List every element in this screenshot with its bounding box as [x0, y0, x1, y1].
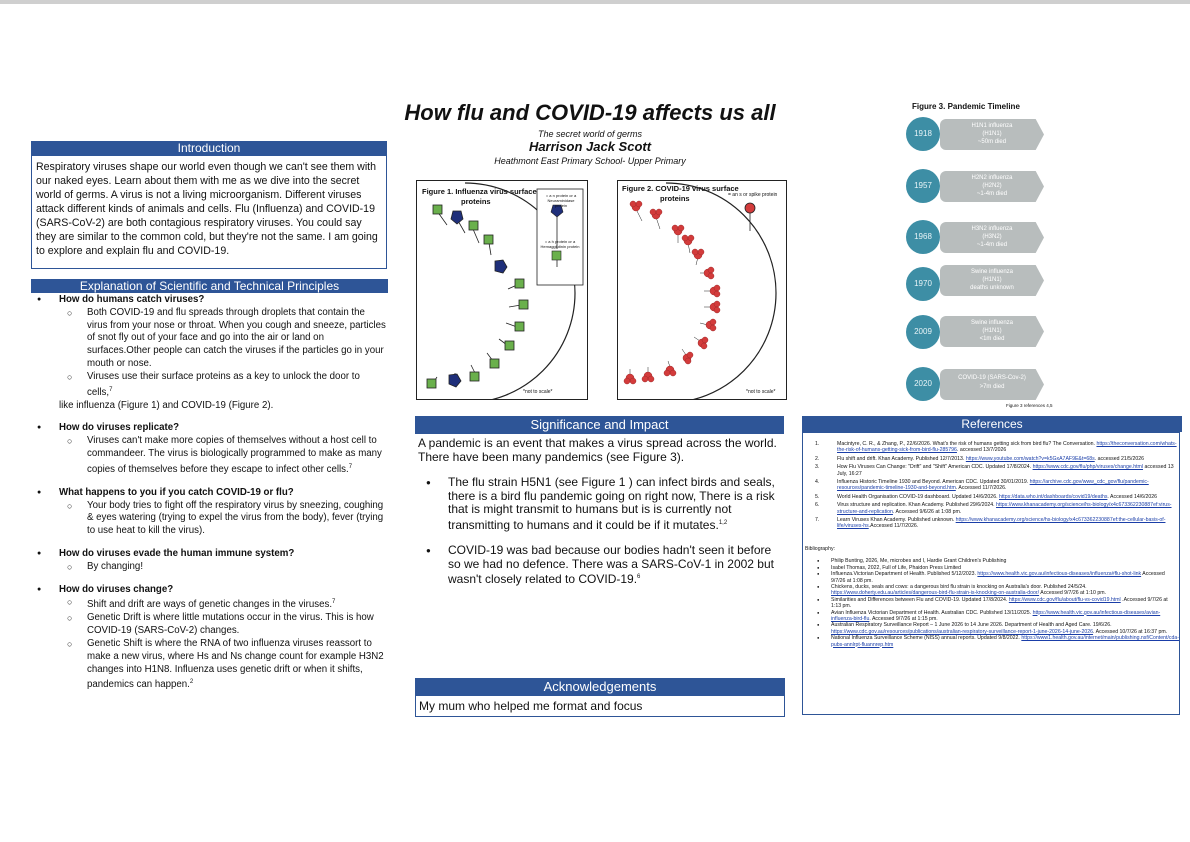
timeline-year-circle: 1968	[906, 220, 940, 254]
acknowledgements-text: My mum who helped me format and focus	[419, 699, 643, 713]
bibliography-item: Influenza.Victorian Department of Health…	[803, 571, 1179, 584]
significance-bullet-1: ● The flu strain H5N1 (see Figure 1 ) ca…	[426, 475, 775, 532]
reference-list: 1.Macintyre, C. R., & Zhang, P., 22/6/20…	[803, 441, 1179, 530]
question-change: How do viruses change?	[31, 584, 386, 597]
reference-link[interactable]: https://archive.cdc.gov/www_cdc_gov/flu/…	[837, 479, 1149, 492]
title-block: How flu and COVID-19 affects us all The …	[380, 100, 800, 166]
timeline-year-circle: 1918	[906, 117, 940, 151]
reference-item: 6.Virus structure and replication. Khan …	[815, 502, 1172, 515]
scan-top-edge	[0, 0, 1190, 4]
answer-catch-1: Both COVID-19 and flu spreads through dr…	[31, 307, 386, 371]
timeline-pill: COVID-19 (SARS-Cov-2)>7m died	[940, 369, 1044, 400]
bibliography-list: Philip Bunting, 2026, Me, microbes and I…	[803, 558, 1179, 648]
school-name: Heathmont East Primary School- Upper Pri…	[494, 156, 686, 166]
bibliography-link[interactable]: https://www.health.vic.gov.au/infectious…	[831, 609, 1161, 622]
spike-proteins	[623, 200, 721, 385]
explanation-heading: Explanation of Scientific and Technical …	[31, 279, 388, 293]
question-catch-covid-flu: What happens to you if you catch COVID-1…	[31, 487, 386, 500]
reference-link[interactable]: https://data.who.int/dashboards/covid19/…	[998, 493, 1108, 500]
references-box: 1.Macintyre, C. R., & Zhang, P., 22/6/20…	[802, 432, 1180, 715]
reference-item: 5.World Health Organisation COVID-19 das…	[815, 493, 1158, 500]
reference-item: 3.How Flu Viruses Can Change: "Drift" an…	[815, 464, 1174, 477]
bibliography-item: Australian Respiratory Surveillance Repo…	[803, 622, 1179, 635]
answer-catch-2: Viruses use their surface proteins as a …	[31, 371, 386, 413]
reference-item: 4.Influenza Historic Timeline 1930 and B…	[815, 479, 1149, 492]
answer-change-2: Genetic Drift is where little mutations …	[31, 612, 386, 638]
figure-2-note: *not to scale*	[746, 389, 776, 395]
answer-replicate: Viruses can't make more copies of themse…	[31, 435, 386, 477]
figure-1-title-2: proteins	[461, 197, 491, 206]
pandemic-timeline: 1918 H1N1 influenza(H1N1)~50m died 1957 …	[900, 115, 1050, 405]
bibliography-link[interactable]: https://www.health.vic.gov.au/infectious…	[977, 571, 1142, 578]
spike-legend	[744, 202, 756, 231]
bibliography-item: Philip Bunting, 2026, Me, microbes and I…	[803, 558, 1179, 565]
answer-catch-covid-flu: Your body tries to fight off the respira…	[31, 500, 386, 538]
bibliography-link[interactable]: https://www.doherty.edu.au/articles/dang…	[831, 590, 1040, 597]
reference-link[interactable]: https://www.khanacademy.org/science/hs-b…	[837, 517, 1166, 530]
bibliography-link[interactable]: https://www1.health.gov.au/internet/main…	[831, 635, 1179, 648]
figure-1-legend-n: = a n protein or a Neuraminidase protein	[545, 193, 577, 208]
introduction-box: Respiratory viruses shape our world even…	[31, 155, 387, 269]
figure-1-title: Figure 1. Influenza virus surface	[422, 187, 537, 196]
timeline-refs: Figure 3 references 4,5	[1006, 403, 1053, 408]
reference-link[interactable]: https://www.cdc.gov/flu/php/viruses/chan…	[1032, 464, 1144, 471]
figure-2-covid: Figure 2. COVID-19 virus surface protein…	[617, 180, 787, 400]
introduction-text: Respiratory viruses shape our world even…	[36, 161, 378, 257]
timeline-year-circle: 1957	[906, 169, 940, 203]
timeline-pill: H1N1 influenza(H1N1)~50m died	[940, 119, 1044, 150]
question-replicate: How do viruses replicate?	[31, 422, 386, 435]
timeline-pill: H2N2 influenza(H2N2)~1-4m died	[940, 171, 1044, 202]
significance-intro: A pandemic is an event that makes a viru…	[418, 436, 777, 464]
reference-link[interactable]: https://www.khanacademy.org/science/hs-b…	[837, 502, 1172, 515]
bibliography-item: Isabel Thomas, 2022, Full of Life, Phaid…	[803, 565, 1179, 572]
answer-evade: By changing!	[31, 561, 386, 574]
timeline-pill: H3N2 influenza(H3N2)~1-4m died	[940, 222, 1044, 253]
acknowledgements-heading: Acknowledgements	[415, 678, 785, 695]
answer-change-1: Shift and drift are ways of genetic chan…	[31, 596, 386, 612]
influenza-proteins	[426, 204, 529, 389]
bibliography-item: Avian Influenza Victorian Department of …	[803, 610, 1179, 623]
bibliography-item: Chickens, ducks, seals and cows: a dange…	[803, 584, 1179, 597]
covid-virus-diagram	[623, 182, 777, 399]
acknowledgements-box: My mum who helped me format and focus	[415, 695, 785, 717]
explanation-body: How do humans catch viruses? Both COVID-…	[31, 294, 386, 692]
bibliography-item: National Influenza Surveillance Scheme (…	[803, 635, 1179, 648]
question-catch: How do humans catch viruses?	[31, 294, 386, 307]
reference-item: 7.Learn Viruses Khan Academy. Published …	[815, 517, 1166, 530]
bibliography-link[interactable]: https://www.cdc.gov.au/resources/publica…	[831, 628, 1094, 635]
figure-2-title-2: proteins	[660, 194, 690, 203]
reference-item: 1.Macintyre, C. R., & Zhang, P., 22/6/20…	[815, 441, 1177, 454]
significance-heading: Significance and Impact	[415, 416, 784, 434]
question-evade: How do viruses evade the human immune sy…	[31, 548, 386, 561]
introduction-heading: Introduction	[31, 141, 387, 155]
author-name: Harrison Jack Scott	[528, 139, 652, 154]
references-heading: References	[802, 416, 1182, 432]
significance-bullet-2: ● COVID-19 was bad because our bodies ha…	[426, 543, 774, 586]
bibliography-item: Similarities and Differences between Flu…	[803, 597, 1179, 610]
page-subtitle: The secret world of germs	[537, 129, 643, 139]
timeline-year-circle: 2020	[906, 367, 940, 401]
timeline-pill: Swine influenza(H1N1)deaths unknown	[940, 265, 1044, 296]
timeline-title: Figure 3. Pandemic Timeline	[912, 102, 1020, 111]
reference-link[interactable]: https://theconversation.com/whats-the-ri…	[837, 441, 1177, 454]
timeline-year-circle: 2009	[906, 315, 940, 349]
influenza-virus-diagram	[426, 182, 584, 399]
significance-body: A pandemic is an event that makes a viru…	[418, 436, 784, 587]
bibliography-label: Bibliography:	[805, 545, 835, 552]
figure-1-note: *not to scale*	[523, 389, 553, 395]
answer-change-3: Genetic Shift is where the RNA of two in…	[31, 638, 386, 692]
page-title: How flu and COVID-19 affects us all	[404, 100, 776, 125]
reference-item: 2.Flu shift and drift. Khan Academy. Pub…	[815, 455, 1145, 462]
figure-1-influenza: Figure 1. Influenza virus surface protei…	[416, 180, 588, 400]
bibliography-link[interactable]: https://www.cdc.gov/flu/about/flu-vs-cov…	[1008, 596, 1121, 603]
figure-2-title: Figure 2. COVID-19 virus surface	[622, 184, 739, 193]
reference-link[interactable]: https://www.youtube.com/watch?v=k5GxA7AF…	[965, 455, 1095, 462]
figure-1-legend-h: = a h protein or a Hemagglutinin protein	[540, 239, 580, 249]
figure-2-legend-s: = an s or spike protein	[728, 192, 778, 198]
timeline-pill: Swine influenza(H1N1)<1m died	[940, 316, 1044, 347]
timeline-year-circle: 1970	[906, 267, 940, 301]
